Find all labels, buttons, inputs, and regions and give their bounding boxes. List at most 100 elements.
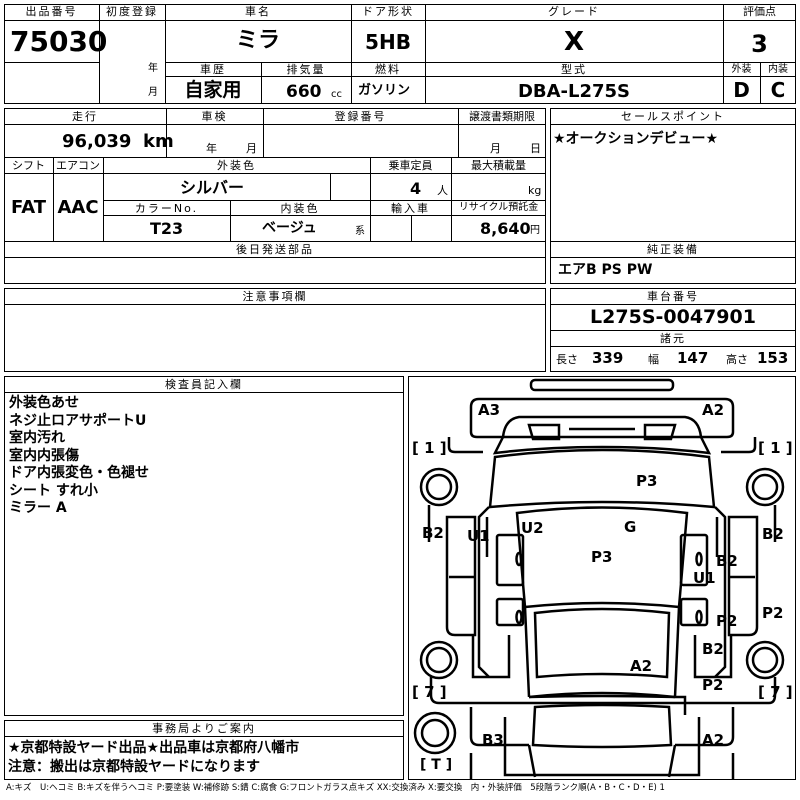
- inspector-line: ドア内張変色・色褪せ: [9, 465, 149, 481]
- inspector-line: 室内汚れ: [9, 430, 65, 446]
- office-label: 事務局よりご案内: [152, 722, 256, 735]
- ac-value: AAC: [57, 197, 99, 218]
- equipment-text: エアB PS PW: [558, 262, 653, 278]
- transfer-month-unit: 月: [490, 142, 501, 155]
- damage-mark: B3: [482, 731, 504, 749]
- sales-point-label: セールスポイント: [621, 110, 725, 123]
- damage-mark: A3: [478, 401, 501, 419]
- door-value: 5HB: [365, 30, 411, 54]
- capacity-value: 4: [410, 179, 422, 198]
- damage-mark: A2: [702, 731, 725, 749]
- fuel-label: 燃料: [375, 63, 401, 76]
- damage-mark: U1: [693, 569, 716, 587]
- damage-mark: G: [624, 518, 637, 536]
- history-label: 車歴: [200, 63, 226, 76]
- transfer-label: 譲渡書類期限: [469, 110, 535, 123]
- later-parts-label: 後日発送部品: [236, 243, 314, 256]
- side-label-right-top: [ 1 ]: [758, 439, 793, 457]
- damage-mark: U2: [521, 519, 544, 537]
- history-value: 自家用: [184, 79, 242, 101]
- length-label: 長さ: [556, 353, 578, 366]
- width-label: 幅: [648, 353, 659, 366]
- inspection-label: 車検: [201, 110, 228, 123]
- chassis-number: L275S-0047901: [590, 306, 756, 328]
- ac-label: エアコン: [56, 159, 100, 172]
- mileage-value: 96,039: [62, 131, 132, 152]
- exterior-grade: D: [733, 78, 750, 102]
- office-line2: 注意：搬出は京都特設ヤードになります: [8, 759, 260, 775]
- first-reg-label: 初度登録: [106, 5, 158, 18]
- insp-year-unit: 年: [206, 142, 217, 155]
- car-name-label: 車名: [245, 5, 271, 18]
- detail-table: [4, 108, 546, 284]
- month-unit: 月: [148, 87, 158, 98]
- int-color-value: ベージュ: [262, 220, 317, 236]
- import-label: 輸入車: [391, 202, 430, 215]
- cc-unit: cc: [331, 89, 342, 100]
- person-unit: 人: [437, 184, 448, 197]
- grade-value: X: [563, 27, 585, 57]
- damage-mark: B2: [702, 640, 724, 658]
- header-table: [4, 4, 796, 104]
- kg-unit: kg: [528, 184, 542, 197]
- mileage-label: 走行: [72, 110, 98, 123]
- side-label-right-bottom: [ 7 ]: [758, 683, 793, 701]
- color-value: シルバー: [180, 178, 245, 197]
- inspector-box: [4, 376, 404, 716]
- inspector-notes: 外装色あせ ネジ止ロアサポートU 室内汚れ 室内内張傷 ドア内張変色・色褪せ シ…: [9, 395, 149, 518]
- exterior-label: 外装: [731, 64, 752, 75]
- capacity-label: 乗車定員: [388, 159, 433, 172]
- width-value: 147: [677, 349, 709, 367]
- damage-mark: A2: [702, 401, 725, 419]
- damage-mark: P2: [762, 604, 784, 622]
- transfer-day-unit: 日: [530, 142, 541, 155]
- height-label: 高さ: [726, 353, 748, 366]
- shift-label: シフト: [12, 159, 45, 172]
- insp-month-unit: 月: [246, 142, 257, 155]
- grade-label: グレード: [548, 5, 600, 18]
- year-unit: 年: [148, 63, 158, 74]
- inspector-label: 検査員記入欄: [165, 378, 243, 391]
- shift-value: FAT: [10, 197, 47, 218]
- sales-point-box: [550, 108, 796, 284]
- office-line1: ★京都特設ヤード出品★出品車は京都府八幡市: [8, 740, 300, 756]
- dims-label: 諸元: [660, 332, 686, 345]
- side-label-left-bottom: [ 7 ]: [412, 683, 447, 701]
- notes-box: [4, 288, 546, 372]
- office-box: [4, 720, 404, 780]
- chassis-label: 車台番号: [647, 290, 699, 303]
- length-value: 339: [592, 349, 624, 367]
- colorno-value: T23: [150, 219, 184, 238]
- int-color-label: 内装色: [280, 202, 320, 215]
- damage-mark: B2: [716, 552, 738, 570]
- car-diagram: [413, 378, 785, 779]
- km-unit: km: [143, 131, 174, 152]
- recycle-label: リサイクル預託金: [458, 202, 539, 213]
- score-label: 評価点: [743, 5, 776, 18]
- damage-mark: U1: [467, 527, 490, 545]
- damage-mark: B2: [422, 524, 444, 542]
- damage-mark: B2: [762, 525, 784, 543]
- legend-text: A:キズ U:ヘコミ B:キズを伴うヘコミ P:要塗装 W:補修跡 S:錆 C:…: [6, 783, 665, 793]
- inspector-line: ミラー A: [9, 500, 67, 516]
- car-diagram-box: [408, 376, 796, 780]
- colorno-label: カラーNo.: [134, 202, 199, 215]
- maxload-label: 最大積載量: [471, 159, 526, 172]
- displacement-label: 排気量: [286, 63, 326, 76]
- damage-mark: P2: [716, 612, 738, 630]
- bottom-tag: [ T ]: [420, 757, 453, 773]
- kei-unit: 系: [355, 226, 365, 237]
- damage-mark: P2: [702, 676, 724, 694]
- score-value: 3: [751, 30, 768, 58]
- car-name: ミラ: [235, 28, 280, 53]
- damage-mark: P3: [636, 472, 658, 490]
- inspector-line: 外装色あせ: [9, 395, 79, 411]
- model-label: 型式: [561, 63, 587, 76]
- lot-label: 出品番号: [25, 5, 78, 18]
- interior-grade: C: [770, 78, 786, 102]
- damage-mark: A2: [630, 657, 653, 675]
- registration-label: 登録番号: [334, 110, 387, 123]
- side-label-left-top: [ 1 ]: [412, 439, 447, 457]
- damage-mark: P3: [591, 548, 613, 566]
- yen-unit: 円: [530, 225, 540, 236]
